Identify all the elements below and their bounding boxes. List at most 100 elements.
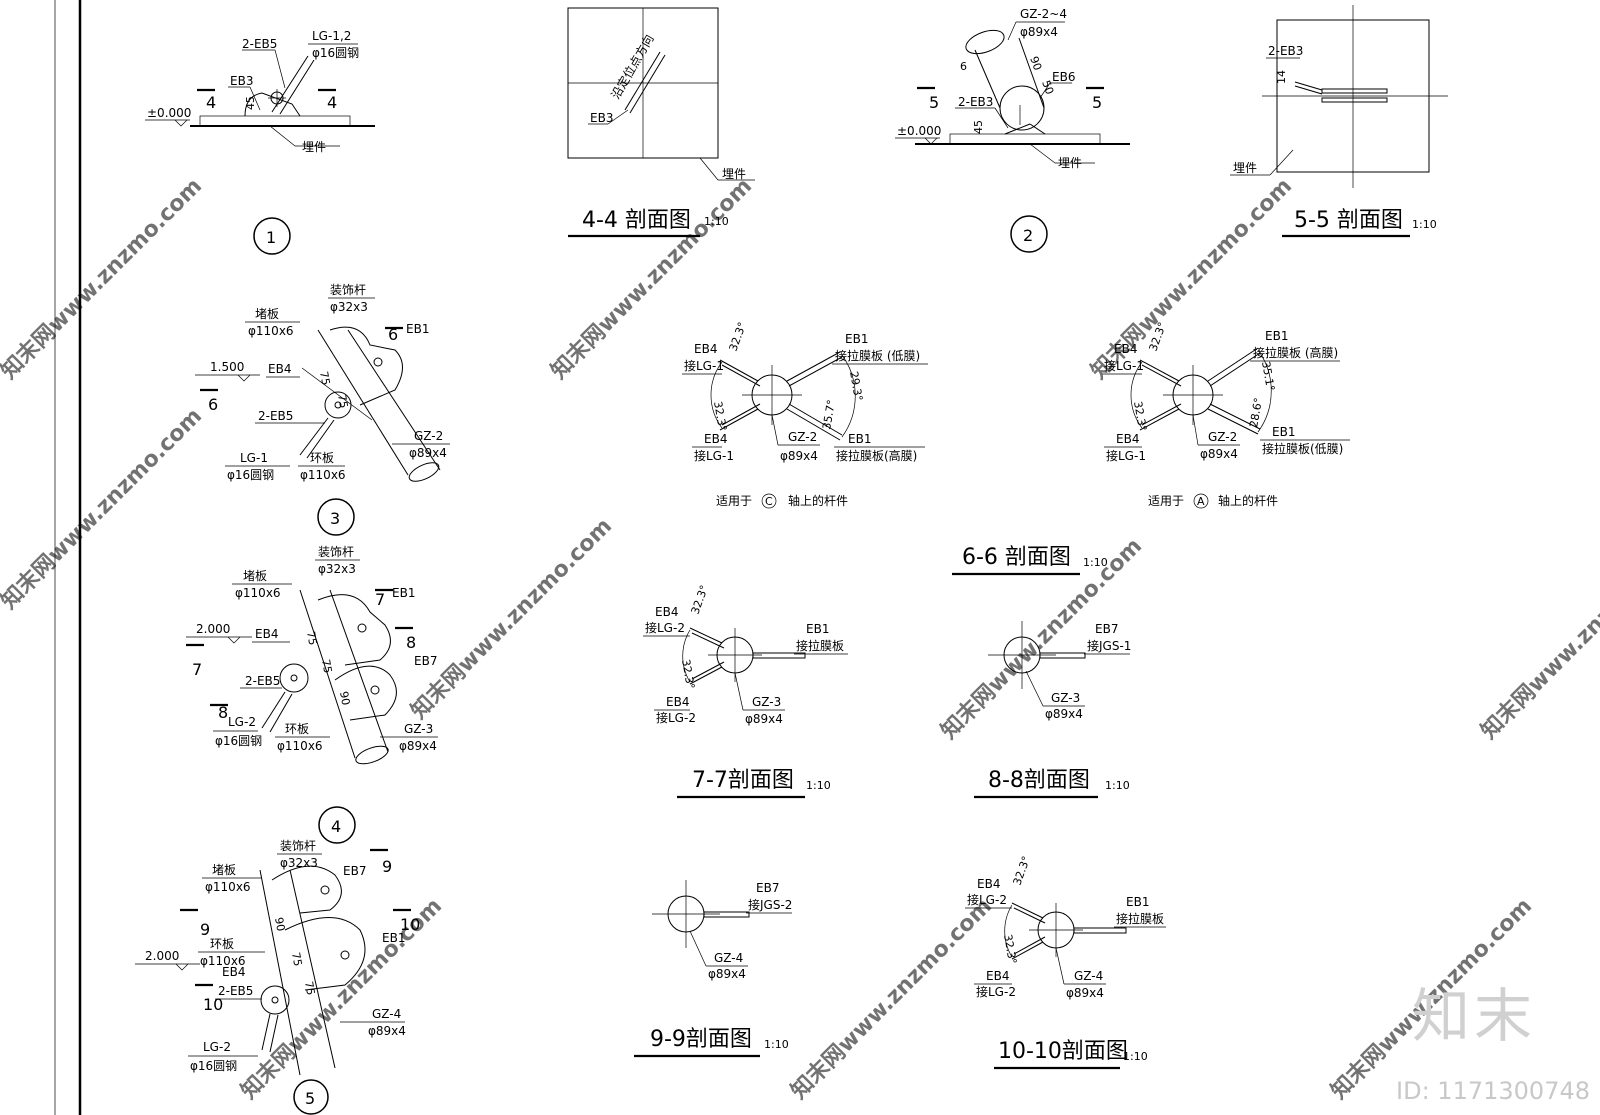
section-5-5: 2-EB3 14 埋件 5-5 剖面图 1:10 [1230, 5, 1448, 238]
eb7-plate [334, 665, 397, 721]
eb3-plate [1321, 88, 1388, 94]
main-pipe [259, 869, 301, 1076]
label-deco: 装饰杆 [330, 283, 366, 297]
cut-mark-label: 8 [218, 703, 228, 722]
label-pipe: φ89x4 [368, 1024, 406, 1038]
angle-arc [710, 361, 723, 429]
label-pipe: φ89x4 [1066, 986, 1104, 1000]
dimension-75: 75 [304, 630, 319, 646]
rod-lg [299, 417, 329, 456]
label-direction: 沿定位点方向 [608, 32, 657, 102]
label-rod: φ16圆钢 [215, 734, 262, 748]
bolt-hole [271, 996, 279, 1004]
angle-left: 32.3° [1001, 933, 1019, 965]
label-eb3: 2-EB3 [1268, 44, 1303, 58]
pipe-end [965, 29, 1005, 55]
label-eb4: EB4 [255, 627, 278, 641]
rod-lg [269, 1014, 279, 1053]
label-eb1-bottom: EB1 [848, 432, 871, 446]
angle-arc [841, 354, 856, 438]
cut-mark-label: 9 [200, 920, 210, 939]
leader-line [1055, 947, 1065, 985]
eb3-plate [1294, 85, 1323, 95]
label-eb1: EB1 [806, 622, 829, 636]
section-title: 6-6 剖面图 [962, 545, 1071, 570]
section-scale: 1:10 [806, 779, 831, 792]
eb4-plate-bottom [691, 661, 725, 680]
label-lg: LG-2 [203, 1040, 231, 1054]
label-ring: 环板 [310, 451, 334, 465]
watermark-text: 知末网www.znzmo.com [406, 513, 617, 724]
rod-lg [279, 59, 315, 115]
angle-right-top: 29.3° [847, 370, 865, 402]
dimension-45: 45 [972, 120, 985, 134]
label-plug-size: φ110x6 [248, 324, 294, 338]
leader-line [734, 672, 744, 711]
detail-1: 4 4 2-EB5 LG-1,2 φ16圆钢 EB3 ±0.000 45 埋件 … [145, 29, 375, 255]
label-embed: 埋件 [722, 167, 746, 181]
label-eb1: EB1 [406, 322, 429, 336]
eb4-plate-top [721, 364, 761, 387]
bolt-hole [290, 674, 298, 682]
label-pipe: φ89x4 [745, 712, 783, 726]
eb1-plate [752, 652, 806, 659]
detail-5: 9 9 10 10 装饰杆 φ32x3 堵板 φ110x6 EB7 EB1 2.… [135, 839, 420, 1115]
main-pipe [299, 589, 356, 759]
label-gz: GZ-2~4 [1020, 7, 1067, 21]
label-pipe: φ89x4 [409, 446, 447, 460]
label-eb4-top: EB4 [977, 877, 1000, 891]
dimension-90: 90 [1027, 55, 1044, 73]
label-gz: GZ-4 [714, 951, 743, 965]
angle-right-bottom: 28.6° [1247, 397, 1265, 429]
section-scale: 1:10 [1123, 1050, 1148, 1063]
elevation-label: 2.000 [145, 949, 179, 963]
label-lg-bottom: 接LG-1 [1106, 448, 1146, 463]
label-lg-bottom: 接LG-2 [976, 984, 1016, 999]
main-pipe [289, 869, 336, 1069]
label-plug: 堵板 [243, 569, 267, 583]
section-10-10: EB4 接LG-2 32.3° EB1 接拉膜板 32.3° EB4 接LG-2… [965, 854, 1166, 1070]
leader-line [1269, 149, 1294, 176]
detail-number: 2 [1023, 226, 1033, 245]
embed-plate [199, 115, 351, 127]
label-lg-top: 接LG-2 [967, 892, 1007, 907]
label-plug-size: φ110x6 [205, 880, 251, 894]
main-pipe [347, 329, 441, 471]
section-6-6-right: EB4 接LG-1 32.3° EB1 接拉膜板 (高膜) 35.1° 32.3… [952, 320, 1350, 576]
label-eb5: 2-EB5 [245, 674, 280, 688]
label-eb3: EB3 [590, 111, 613, 125]
leader-line [1039, 82, 1051, 99]
main-pipe [329, 589, 389, 753]
dimension-75: 75 [319, 658, 334, 674]
label-deco-size: φ32x3 [280, 856, 318, 870]
pipe-end [355, 745, 389, 765]
dimension-90: 90 [272, 916, 287, 932]
note-applies-to: 适用于 [716, 494, 752, 508]
watermark-text: 知末网www.znzmo.com [786, 893, 997, 1104]
axis-bubble [1193, 493, 1209, 509]
detail-4: 7 7 8 8 装饰杆 φ32x3 堵板 φ110x6 EB1 EB7 2.00… [186, 545, 438, 844]
base-plate [1004, 123, 1031, 135]
label-pipe: φ89x4 [1045, 707, 1083, 721]
bolt-hole [334, 401, 342, 409]
label-gz: GZ-2 [414, 429, 443, 443]
label-embed: 埋件 [1233, 161, 1257, 175]
section-scale: 1:10 [704, 215, 729, 228]
rod-lg [306, 419, 335, 459]
eb1-plate-top [786, 351, 841, 382]
elevation-label: 1.500 [210, 360, 244, 374]
section-8-8: EB7 接JGS-1 GZ-3 φ89x4 8-8剖面图 1:10 [974, 621, 1131, 799]
label-membrane: 接拉膜板 [796, 638, 844, 653]
label-jgs: 接JGS-2 [748, 897, 792, 912]
cut-mark-label: 7 [192, 660, 202, 679]
eb7-plate [703, 911, 750, 918]
label-deco: 装饰杆 [280, 839, 316, 853]
label-eb5: 2-EB5 [218, 984, 253, 998]
rod-lg [269, 693, 293, 733]
cut-mark-label: 6 [388, 325, 398, 344]
label-gz: GZ-3 [1051, 691, 1080, 705]
eb1-plate [284, 917, 366, 991]
dimension-90: 90 [337, 690, 352, 706]
leader-line [771, 414, 779, 446]
